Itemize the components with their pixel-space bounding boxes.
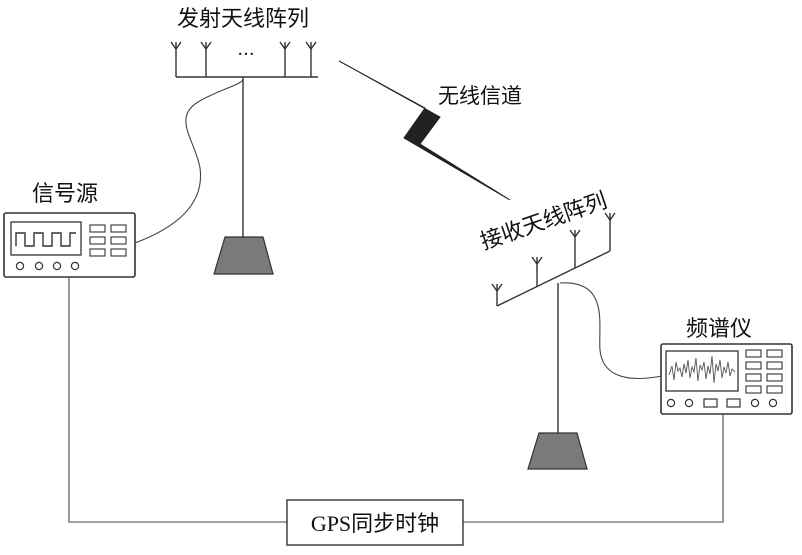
- analyzer-buttons: [745, 349, 783, 394]
- spectrum-analyzer-label: 频谱仪: [686, 317, 752, 342]
- tx-antenna-array: 发射天线阵列 ···: [170, 7, 318, 275]
- spectrum-analyzer: 频谱仪: [660, 317, 793, 415]
- tx-antenna-elements: [175, 42, 312, 77]
- lightning-bolt-icon: [338, 60, 511, 201]
- rx-antenna-tips: [491, 212, 616, 293]
- source-to-tx-cable: [134, 79, 244, 244]
- spectrum-trace-icon: [668, 355, 736, 384]
- square-wave-icon: [15, 232, 76, 247]
- source-to-gps-line: [68, 277, 287, 523]
- rx-antenna-array: 接收天线阵列: [477, 189, 616, 470]
- analyzer-to-gps-line: [463, 414, 724, 523]
- gps-clock-label: GPS同步时钟: [311, 511, 439, 536]
- tx-array-label: 发射天线阵列: [177, 7, 309, 32]
- wireless-channel-label: 无线信道: [438, 84, 522, 108]
- analyzer-controls: [666, 398, 778, 408]
- tx-stand: [213, 236, 274, 275]
- signal-source-label: 信号源: [32, 182, 98, 207]
- signal-source: 信号源: [3, 182, 136, 278]
- rx-array-bar: [496, 250, 611, 307]
- wireless-channel: 无线信道: [338, 60, 522, 201]
- rx-array-label: 接收天线阵列: [477, 189, 610, 256]
- tx-antenna-tips: [170, 41, 317, 51]
- source-knobs: [15, 261, 80, 271]
- gps-clock-box: [286, 499, 464, 546]
- rx-to-analyzer-cable: [559, 282, 663, 380]
- gps-clock: GPS同步时钟: [286, 499, 464, 546]
- rx-stand: [527, 432, 588, 470]
- rx-antenna-elements: [496, 213, 611, 306]
- tx-ellipsis: ···: [237, 44, 254, 65]
- source-buttons: [89, 224, 127, 257]
